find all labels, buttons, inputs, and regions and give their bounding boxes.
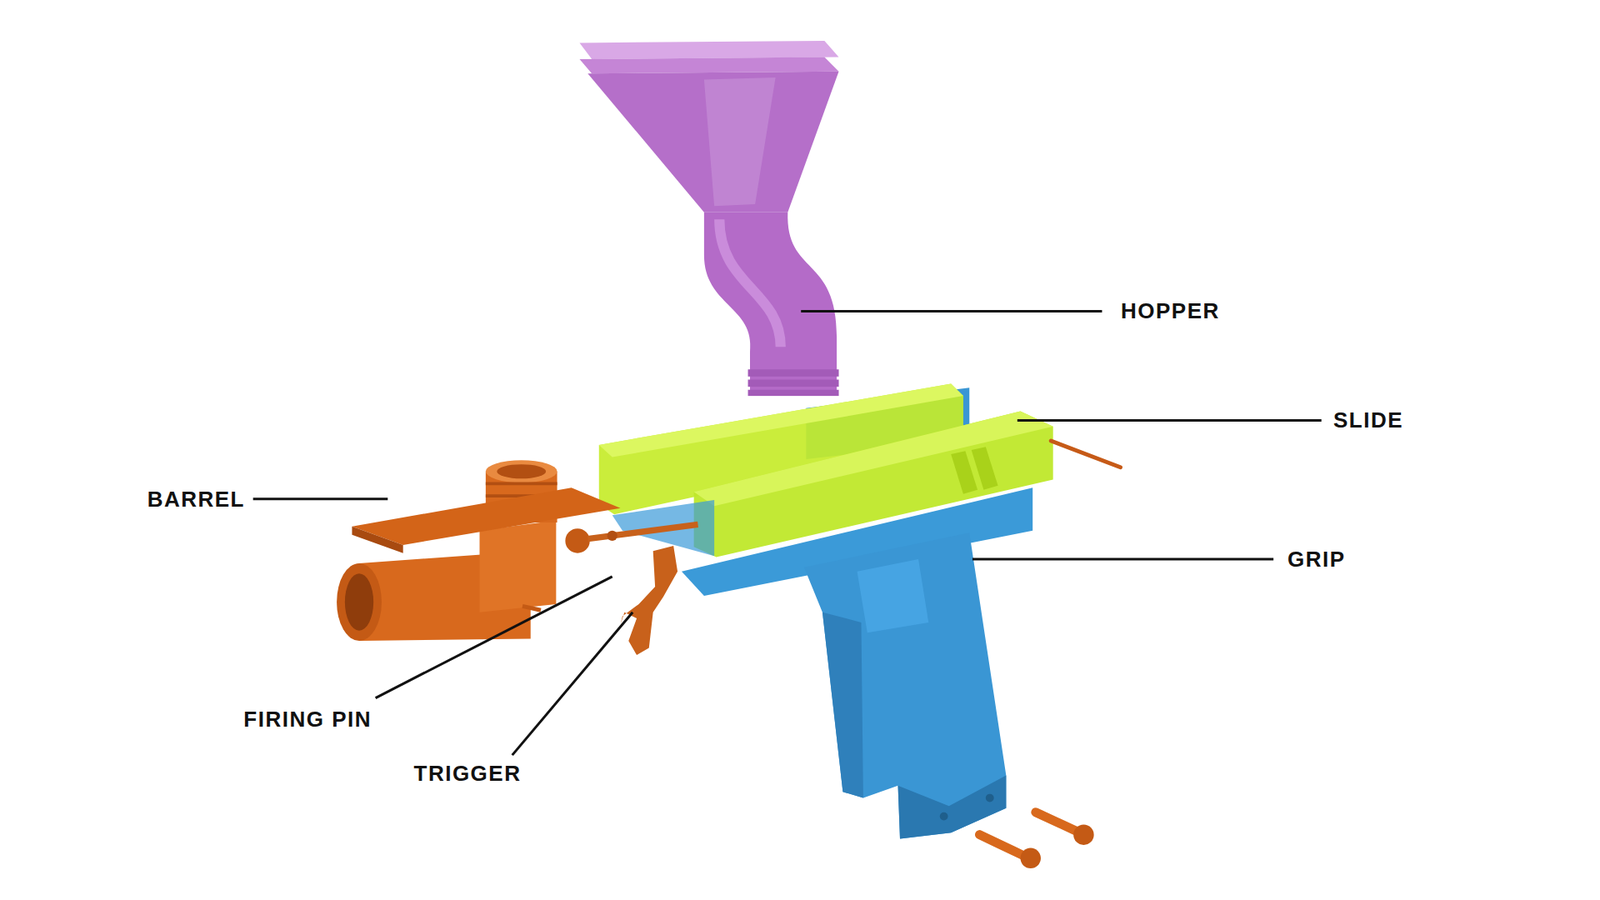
part-label: FIRING PIN — [243, 708, 372, 730]
trigger-part — [620, 545, 678, 655]
hopper-part — [580, 40, 840, 396]
part-label: SLIDE — [1333, 409, 1404, 431]
part-label: HOPPER — [1120, 300, 1220, 322]
screw-part — [980, 812, 1095, 869]
leader-lines — [253, 310, 1322, 755]
barrel-part — [336, 460, 620, 641]
part-label: GRIP — [1287, 548, 1346, 570]
firing-pin-part — [565, 524, 698, 553]
pin-part — [1050, 440, 1120, 468]
part-label: TRIGGER — [414, 762, 522, 785]
part-label: BARREL — [147, 488, 245, 510]
